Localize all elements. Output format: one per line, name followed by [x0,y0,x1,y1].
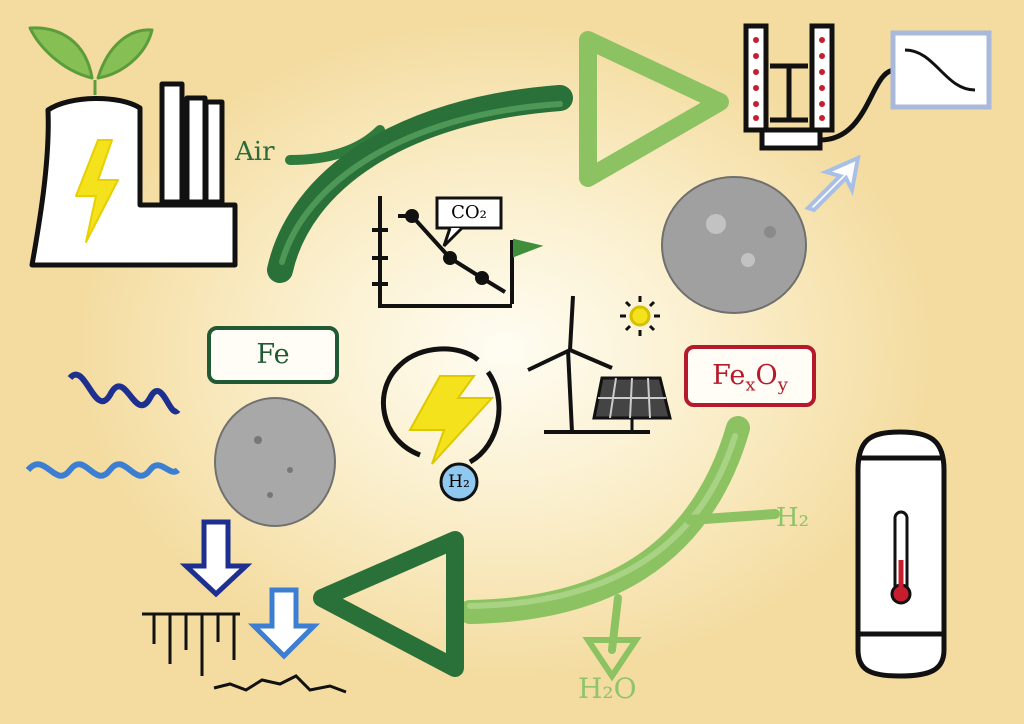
up-arrow-light [804,154,861,213]
h2-flow-arrow [458,416,780,682]
thermometer-icon [855,429,947,679]
fexoy-o: O [755,360,778,391]
h2o-output-label: H₂O [578,672,637,705]
sun-icon [620,296,660,336]
h2-badge-label: H₂ [448,472,470,492]
reactor-icon [743,23,992,151]
down-arrow-light [247,587,321,660]
spectrum-icon [142,612,347,694]
leaf-icon [28,26,154,95]
triangle-arrow-top [579,31,729,187]
lightning-icon [408,375,495,465]
energy-storage-icon [380,346,502,502]
air-label: Air [235,137,275,167]
wind-turbine-icon [527,295,650,434]
triangle-arrow-bottom [313,531,464,677]
fe-pellet [214,397,336,527]
air-flow-arrow [267,85,573,283]
fexoy-pellet [661,176,807,314]
solar-panel-icon [592,376,672,432]
fe-label: Fe [207,326,339,384]
wave-icon [25,461,181,479]
fexoy-y: y [777,374,788,396]
lightning-icon [75,139,119,243]
fexoy-base: Fe [712,360,746,391]
h2-input-label: H₂ [776,503,810,533]
wave-icon [67,371,181,415]
co2-chart-icon [372,196,544,308]
power-plant-icon [28,26,238,268]
fexoy-x: x [745,374,756,396]
co2-label: CO₂ [451,202,487,223]
fexoy-label: FexOy [684,345,816,407]
down-arrow-dark [179,519,253,598]
